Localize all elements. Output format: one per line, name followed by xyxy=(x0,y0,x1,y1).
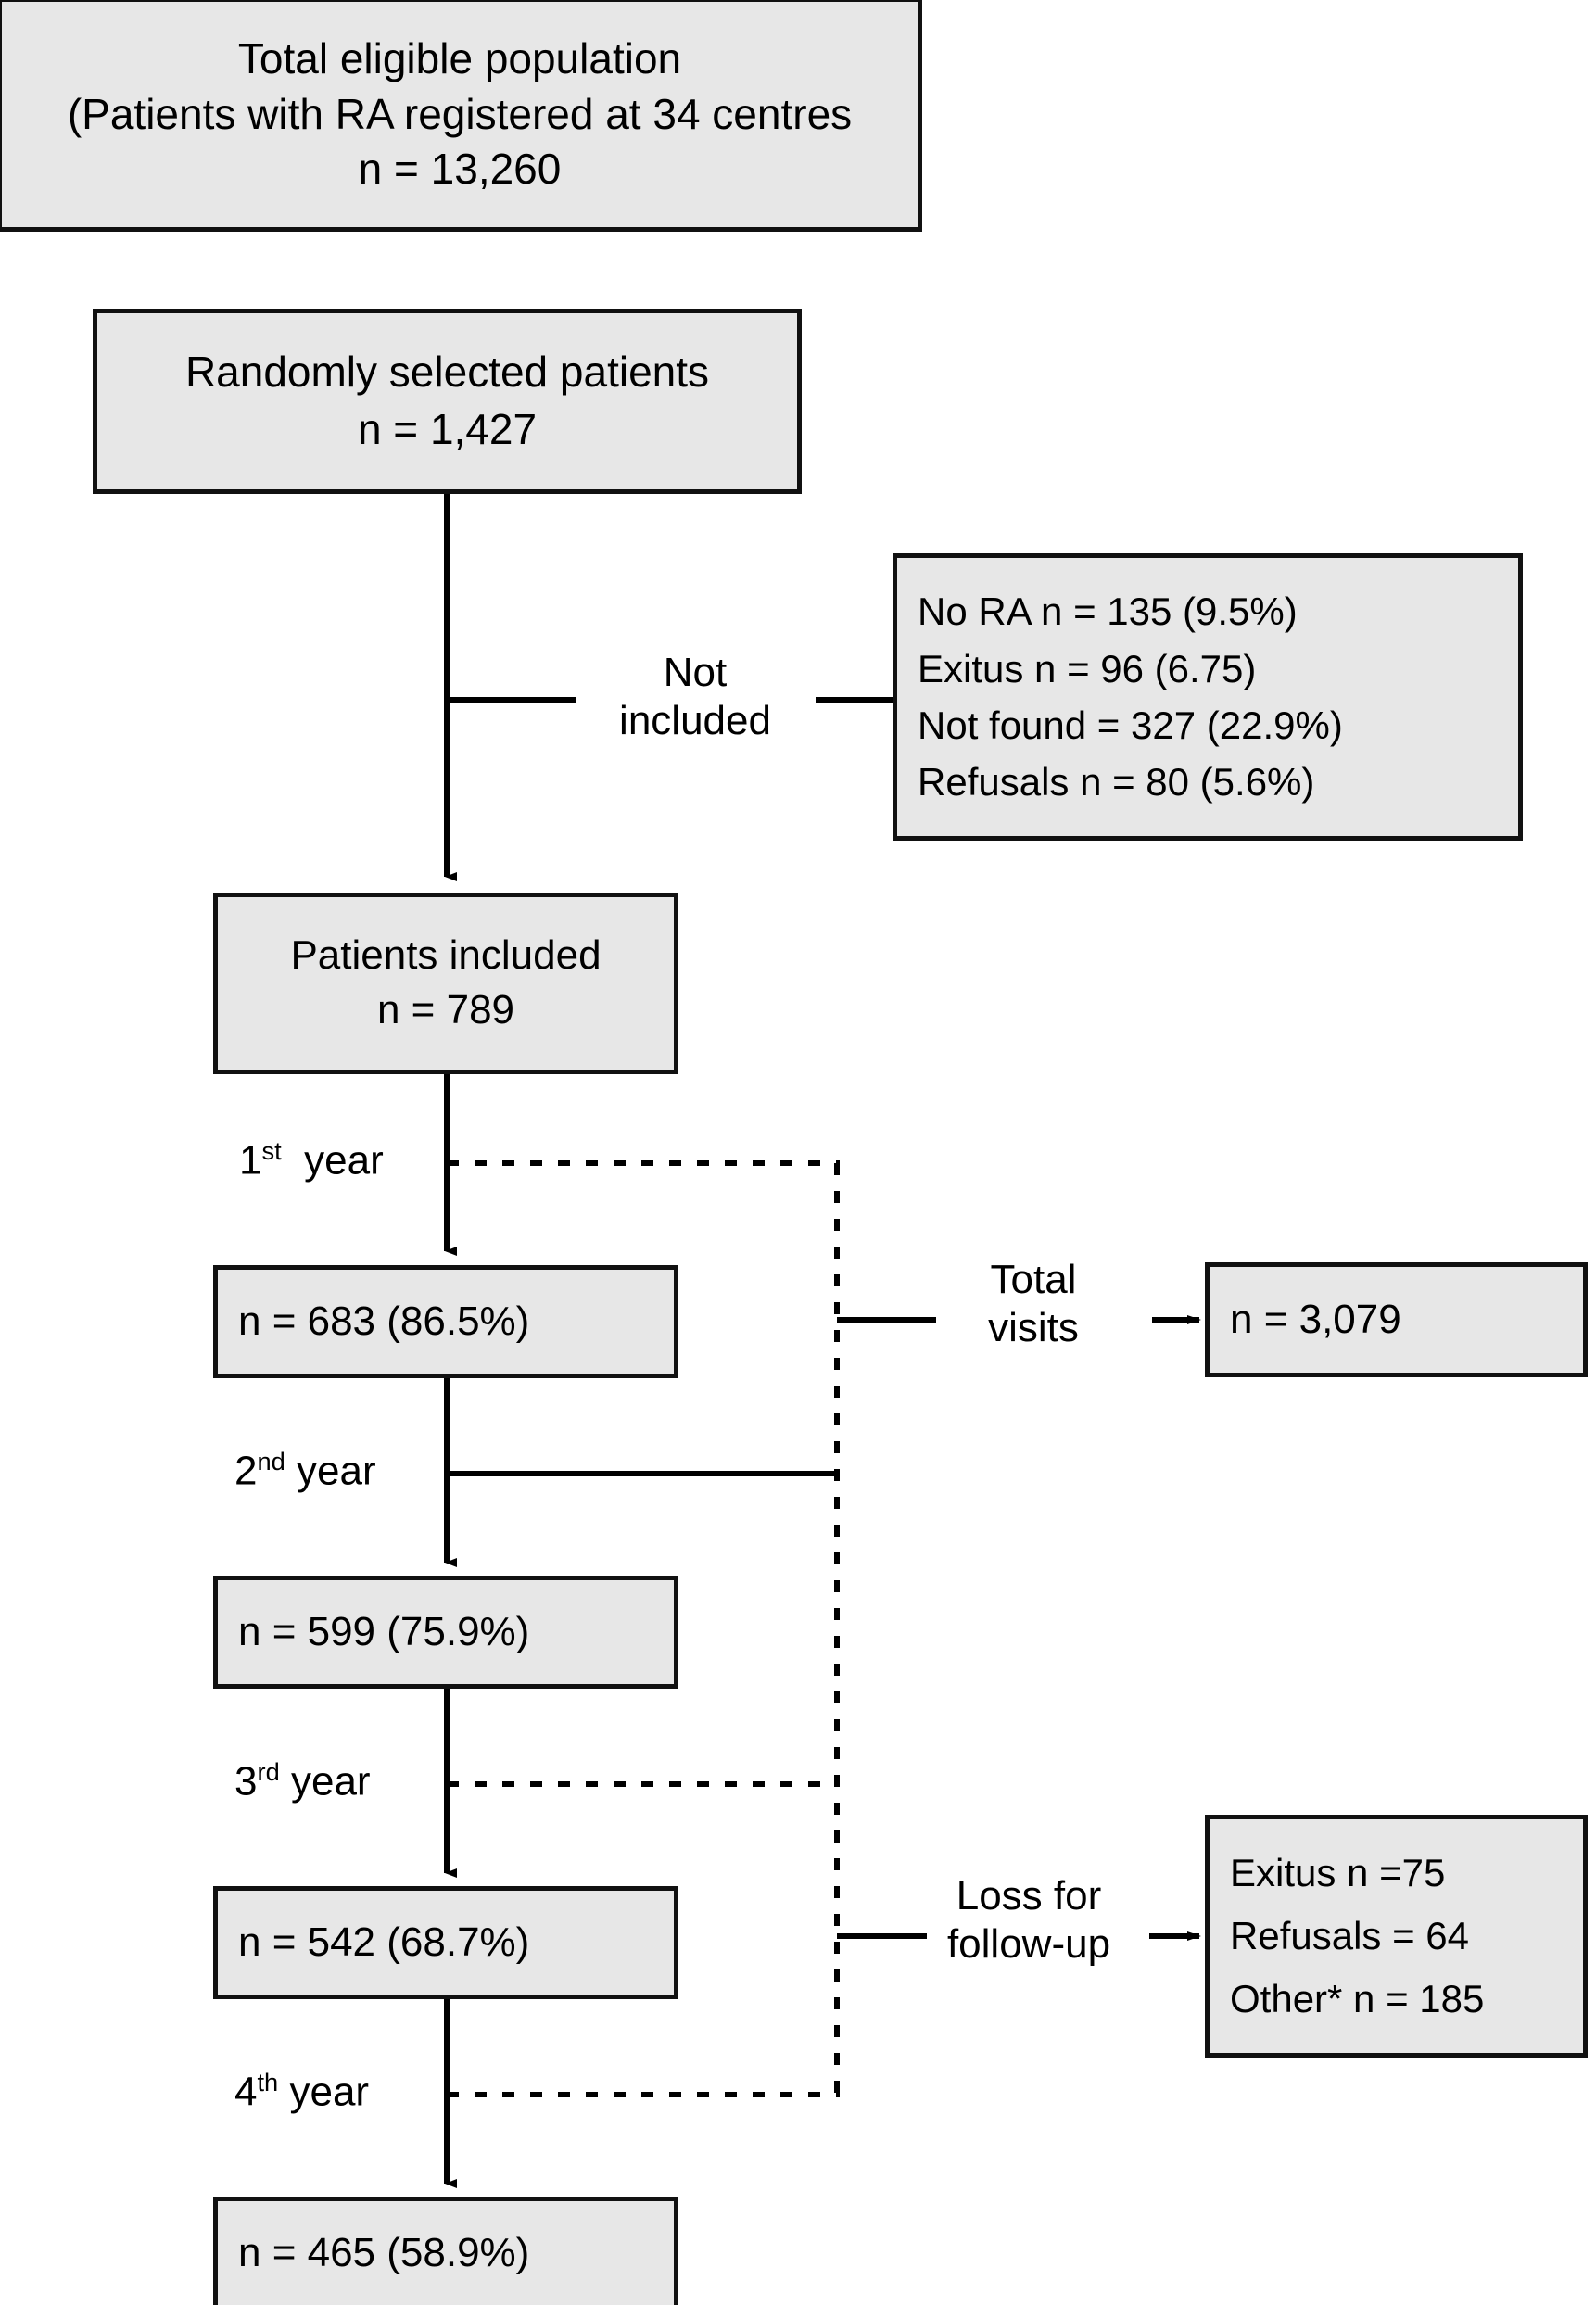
edge-label-total-visits: Total visits xyxy=(904,1256,1163,1352)
edge-label-loss-followup-line2: follow-up xyxy=(946,1920,1111,1967)
year-label-4th-year: 4th year xyxy=(234,2068,369,2116)
year1-sup: st xyxy=(261,1136,282,1165)
edge-label-not-included-line1: Not xyxy=(663,650,728,695)
not-included-no-ra: No RA n = 135 (9.5%) xyxy=(918,589,1298,634)
year4-word: year xyxy=(289,2069,370,2115)
node-patients-included: Patients included n = 789 xyxy=(213,893,678,1074)
not-included-refusals: Refusals n = 80 (5.6%) xyxy=(918,760,1315,804)
node-total-visits-value: n = 3,079 xyxy=(1230,1297,1401,1343)
node-total-eligible-population: Total eligible population (Patients with… xyxy=(0,0,922,232)
node-included-line-2: n = 789 xyxy=(376,987,515,1032)
year4-ordinal: 4 xyxy=(234,2069,258,2115)
loss-exitus: Exitus n =75 xyxy=(1230,1850,1446,1894)
node-year3-count: n = 542 (68.7%) xyxy=(213,1886,678,1999)
node-included-line-1: Patients included xyxy=(290,932,602,979)
node-total-line-1: Total eligible population xyxy=(237,33,682,82)
node-total-line-3: n = 13,260 xyxy=(358,145,562,194)
year-label-3rd-year: 3rd year xyxy=(234,1757,371,1805)
node-random-line-2: n = 1,427 xyxy=(357,405,538,453)
year2-word: year xyxy=(297,1448,376,1494)
edge-label-loss-followup: Loss for follow-up xyxy=(890,1872,1168,1969)
year-label-2nd-year: 2nd year xyxy=(234,1447,376,1495)
node-year4-value: n = 465 (58.9%) xyxy=(238,2230,530,2276)
year1-word: year xyxy=(304,1137,384,1184)
year4-sup: th xyxy=(257,2068,279,2096)
edge-label-loss-followup-line1: Loss for xyxy=(956,1873,1102,1919)
node-year2-value: n = 599 (75.9%) xyxy=(238,1609,530,1655)
node-year4-count: n = 465 (58.9%) xyxy=(213,2197,678,2305)
node-total-line-2: (Patients with RA registered at 34 centr… xyxy=(67,89,853,138)
not-included-not-found: Not found = 327 (22.9%) xyxy=(918,703,1343,747)
node-year3-value: n = 542 (68.7%) xyxy=(238,1919,530,1966)
node-not-included-reasons: No RA n = 135 (9.5%) Exitus n = 96 (6.75… xyxy=(893,553,1523,841)
edge-label-not-included: Not included xyxy=(584,649,806,745)
edge-label-not-included-line2: included xyxy=(619,697,771,743)
node-loss-followup-reasons: Exitus n =75 Refusals = 64 Other* n = 18… xyxy=(1205,1815,1588,2058)
year3-ordinal: 3 xyxy=(234,1758,258,1805)
node-random-line-1: Randomly selected patients xyxy=(184,348,710,397)
node-year1-count: n = 683 (86.5%) xyxy=(213,1265,678,1378)
edge-label-total-visits-line2: visits xyxy=(988,1304,1079,1350)
node-randomly-selected-patients: Randomly selected patients n = 1,427 xyxy=(93,309,802,494)
year2-ordinal: 2 xyxy=(234,1448,258,1494)
year3-sup: rd xyxy=(257,1757,280,1786)
loss-other: Other* n = 185 xyxy=(1230,1977,1485,2021)
node-year2-count: n = 599 (75.9%) xyxy=(213,1576,678,1689)
year3-word: year xyxy=(290,1758,371,1805)
edge-label-total-visits-line1: Total xyxy=(990,1257,1077,1302)
year-label-1st-year: 1st year xyxy=(239,1136,384,1184)
year2-sup: nd xyxy=(257,1447,285,1475)
year1-ordinal: 1 xyxy=(239,1137,262,1184)
not-included-exitus: Exitus n = 96 (6.75) xyxy=(918,646,1257,690)
node-total-visits-count: n = 3,079 xyxy=(1205,1262,1588,1377)
node-year1-value: n = 683 (86.5%) xyxy=(238,1298,530,1345)
loss-refusals: Refusals = 64 xyxy=(1230,1913,1469,1957)
